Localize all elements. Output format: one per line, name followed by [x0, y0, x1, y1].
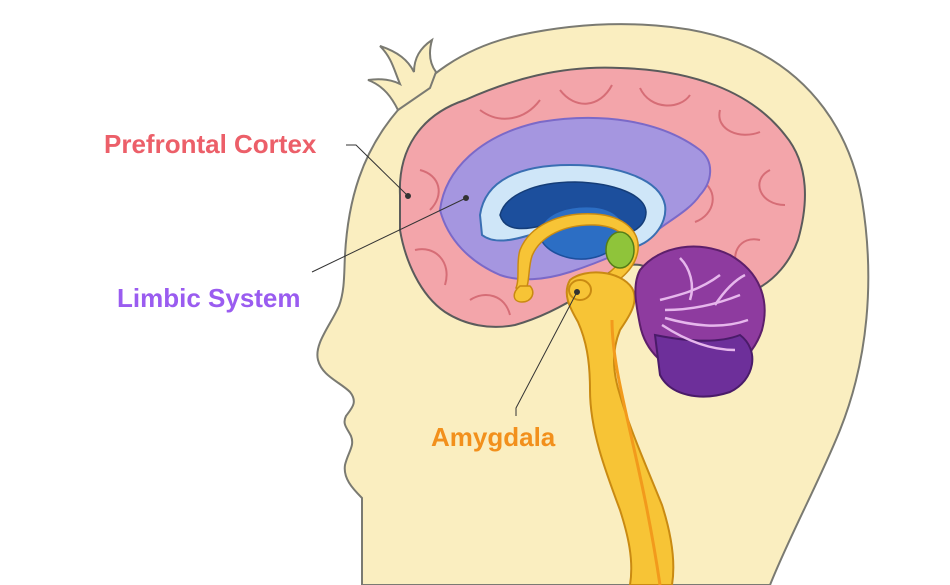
- amygdala-structure: [568, 279, 592, 301]
- leader-prefrontal-dot: [405, 193, 411, 199]
- spinal-cord-center: [610, 319, 662, 585]
- leader-prefrontal: [346, 144, 409, 197]
- mammillary-body: [513, 285, 534, 303]
- leader-amygdala: [515, 291, 578, 416]
- green-nucleus: [605, 231, 635, 269]
- leader-limbic: [311, 197, 467, 273]
- leader-amygdala-dot: [574, 289, 580, 295]
- arbor-vitae: [659, 257, 749, 352]
- label-amygdala: Amygdala: [431, 422, 556, 452]
- leader-limbic-dot: [463, 195, 469, 201]
- label-limbic-system: Limbic System: [117, 283, 301, 313]
- label-prefrontal-cortex: Prefrontal Cortex: [104, 129, 317, 159]
- leader-lines: [311, 144, 580, 416]
- hair-tuft: [367, 37, 438, 112]
